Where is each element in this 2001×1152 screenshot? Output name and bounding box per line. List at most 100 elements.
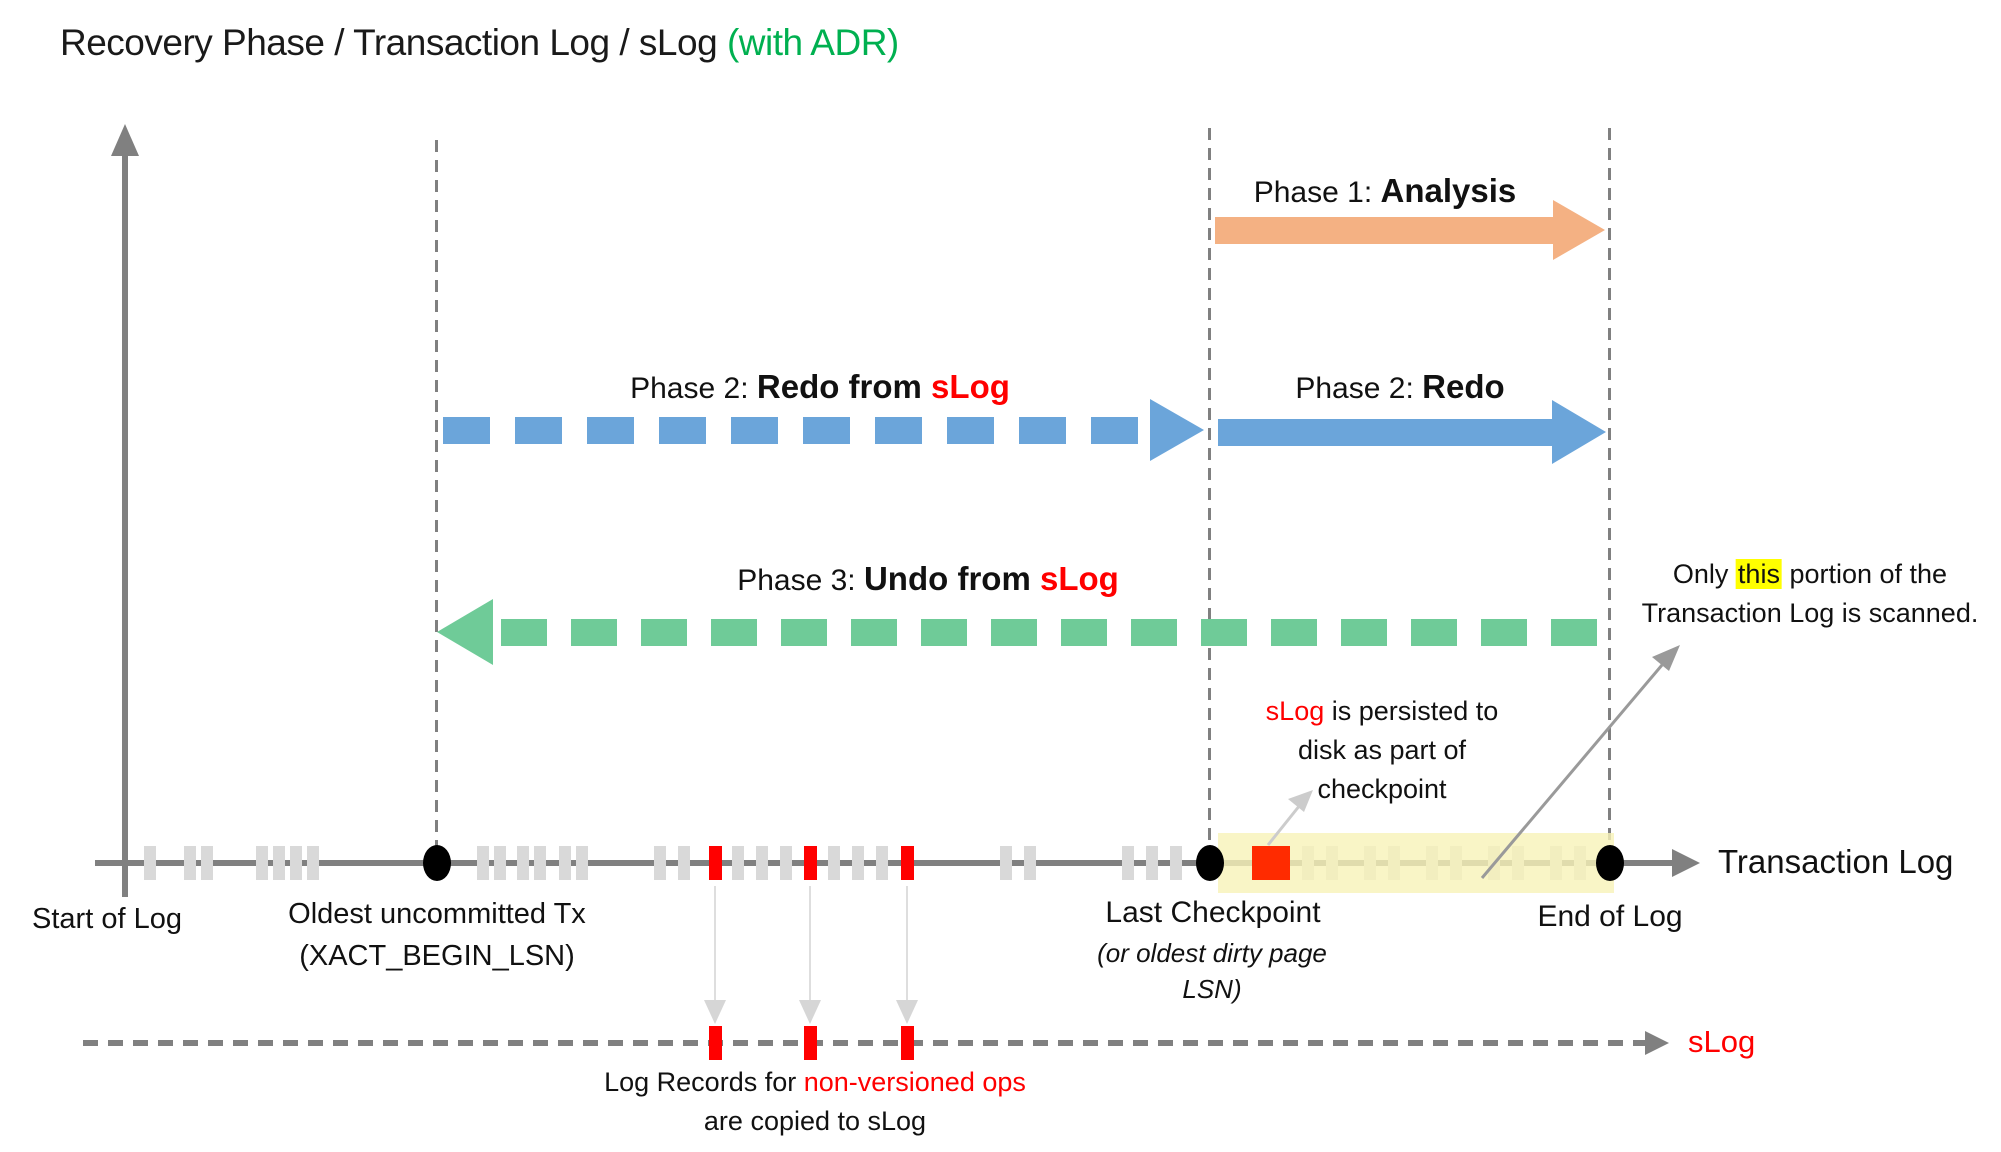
log-record-tick — [756, 846, 768, 880]
scanned-pointer-arrowhead-icon — [1652, 645, 1680, 671]
y-axis-line — [122, 152, 128, 897]
phase3-bold: Undo from — [863, 560, 1040, 597]
oldest-dirty-page-label-line1: (or oldest dirty page — [1097, 938, 1327, 968]
oldest-dirty-page-label-line2: LSN) — [1182, 974, 1242, 1004]
phase2-redo-arrowhead-icon — [1552, 400, 1606, 464]
log-record-tick — [534, 846, 546, 880]
phase2slog-prefix: Phase 2: — [630, 372, 757, 405]
copied-line2: are copied to sLog — [703, 1106, 927, 1137]
persisted-line1: sLog is persisted to — [1266, 692, 1499, 731]
non-versioned-op-tick — [804, 846, 817, 880]
slog-dashed-line — [83, 1040, 1645, 1046]
copy-to-slog-arrowhead-icon — [704, 1000, 726, 1024]
start-of-log-label: Start of Log — [32, 903, 182, 935]
phase2-name: Redo — [1422, 368, 1505, 405]
scanned-portion-note: Only this portion of the Transaction Log… — [1641, 555, 1979, 633]
log-marker-dot — [423, 845, 451, 881]
persisted-line2: disk as part of — [1297, 735, 1467, 766]
phase1-arrowhead-icon — [1553, 200, 1605, 260]
phase2-redo-from-slog-arrowhead-icon — [1150, 399, 1204, 461]
log-marker-dot — [1596, 845, 1624, 881]
phase3-arrow-body — [501, 619, 1608, 646]
scanned-pre: Only — [1672, 559, 1736, 589]
last-checkpoint-label: Last Checkpoint — [1105, 896, 1321, 929]
phase2-redo-from-slog-label: Phase 2: Redo from sLog — [630, 368, 1010, 406]
log-record-tick — [256, 846, 268, 880]
slog-arrowhead-icon — [1645, 1031, 1669, 1055]
copy-to-slog-connector — [906, 886, 908, 1002]
persisted-line3: checkpoint — [1317, 774, 1447, 805]
copy-to-slog-arrowhead-icon — [896, 1000, 918, 1024]
log-record-tick — [1122, 846, 1134, 880]
log-record-tick — [517, 846, 529, 880]
log-marker-dot — [1196, 845, 1224, 881]
log-record-tick — [184, 846, 196, 880]
non-versioned-op-tick — [901, 846, 914, 880]
copy-to-slog-arrowhead-icon — [799, 1000, 821, 1024]
log-record-tick — [654, 846, 666, 880]
copied-line1-pre: Log Records for — [604, 1067, 804, 1097]
log-record-tick — [852, 846, 864, 880]
persisted-slog-word: sLog — [1265, 696, 1325, 726]
slog-persisted-note: sLog is persisted to disk as part of che… — [1266, 692, 1499, 809]
guide-line-end-of-log — [1608, 128, 1611, 863]
scanned-note-line1: Only this portion of the — [1642, 555, 1979, 594]
guide-line-last-checkpoint — [1208, 128, 1211, 863]
log-record-tick — [576, 846, 588, 880]
log-record-tick — [559, 846, 571, 880]
end-of-log-label: End of Log — [1537, 900, 1683, 933]
phase3-red: sLog — [1039, 560, 1119, 597]
log-record-tick — [1146, 846, 1158, 880]
copied-nonversioned-words: non-versioned ops — [803, 1067, 1026, 1097]
log-record-tick — [828, 846, 840, 880]
page-title: Recovery Phase / Transaction Log / sLog … — [60, 22, 899, 64]
phase1-name: Analysis — [1380, 172, 1517, 209]
log-record-tick — [477, 846, 489, 880]
phase2slog-red: sLog — [931, 368, 1010, 405]
log-record-tick — [678, 846, 690, 880]
phase3-arrowhead-icon — [437, 599, 493, 665]
phase1-analysis-label: Phase 1: Analysis — [1254, 172, 1517, 210]
slog-checkpoint-record-marker — [1252, 846, 1290, 880]
log-record-tick — [273, 846, 285, 880]
scanned-post: portion of the — [1781, 559, 1948, 589]
copied-line1: Log Records for non-versioned ops — [604, 1063, 1026, 1102]
phase2-redo-arrow-body — [1218, 419, 1552, 446]
persisted-line1-rest: is persisted to — [1324, 696, 1499, 726]
phase1-prefix: Phase 1: — [1253, 176, 1381, 209]
phase3-undo-from-slog-label: Phase 3: Undo from sLog — [737, 560, 1119, 598]
title-adr-suffix: (with ADR) — [726, 22, 899, 63]
phase2slog-bold: Redo from — [756, 368, 932, 405]
log-record-tick — [290, 846, 302, 880]
guide-line-oldest-tx — [435, 140, 438, 863]
log-record-tick — [144, 846, 156, 880]
log-record-tick — [201, 846, 213, 880]
scanned-highlighted-word: this — [1735, 559, 1782, 589]
log-record-tick — [1000, 846, 1012, 880]
y-axis-arrowhead-icon — [111, 124, 139, 156]
copy-to-slog-connector — [809, 886, 811, 1002]
log-record-tick — [780, 846, 792, 880]
log-record-tick — [1170, 846, 1182, 880]
slog-record-tick — [804, 1026, 817, 1060]
xact-begin-lsn-label: (XACT_BEGIN_LSN) — [299, 940, 575, 972]
phase3-prefix: Phase 3: — [737, 564, 864, 597]
copy-to-slog-connector — [714, 886, 716, 1002]
phase2-prefix: Phase 2: — [1295, 372, 1423, 405]
log-record-tick — [1024, 846, 1036, 880]
log-record-tick — [876, 846, 888, 880]
oldest-uncommitted-tx-label: Oldest uncommitted Tx — [288, 898, 586, 930]
log-record-tick — [494, 846, 506, 880]
log-record-tick — [732, 846, 744, 880]
phase1-arrow-body — [1215, 217, 1553, 244]
scanned-note-line2: Transaction Log is scanned. — [1641, 598, 1979, 629]
slog-record-tick — [709, 1026, 722, 1060]
phase2-redo-from-slog-arrow-body — [443, 417, 1150, 444]
log-record-tick — [307, 846, 319, 880]
transaction-log-arrowhead-icon — [1672, 849, 1700, 877]
slog-record-tick — [901, 1026, 914, 1060]
log-records-copied-note: Log Records for non-versioned ops are co… — [604, 1063, 1026, 1141]
title-main: Recovery Phase / Transaction Log / sLog — [60, 22, 727, 63]
transaction-log-label: Transaction Log — [1718, 843, 1954, 880]
